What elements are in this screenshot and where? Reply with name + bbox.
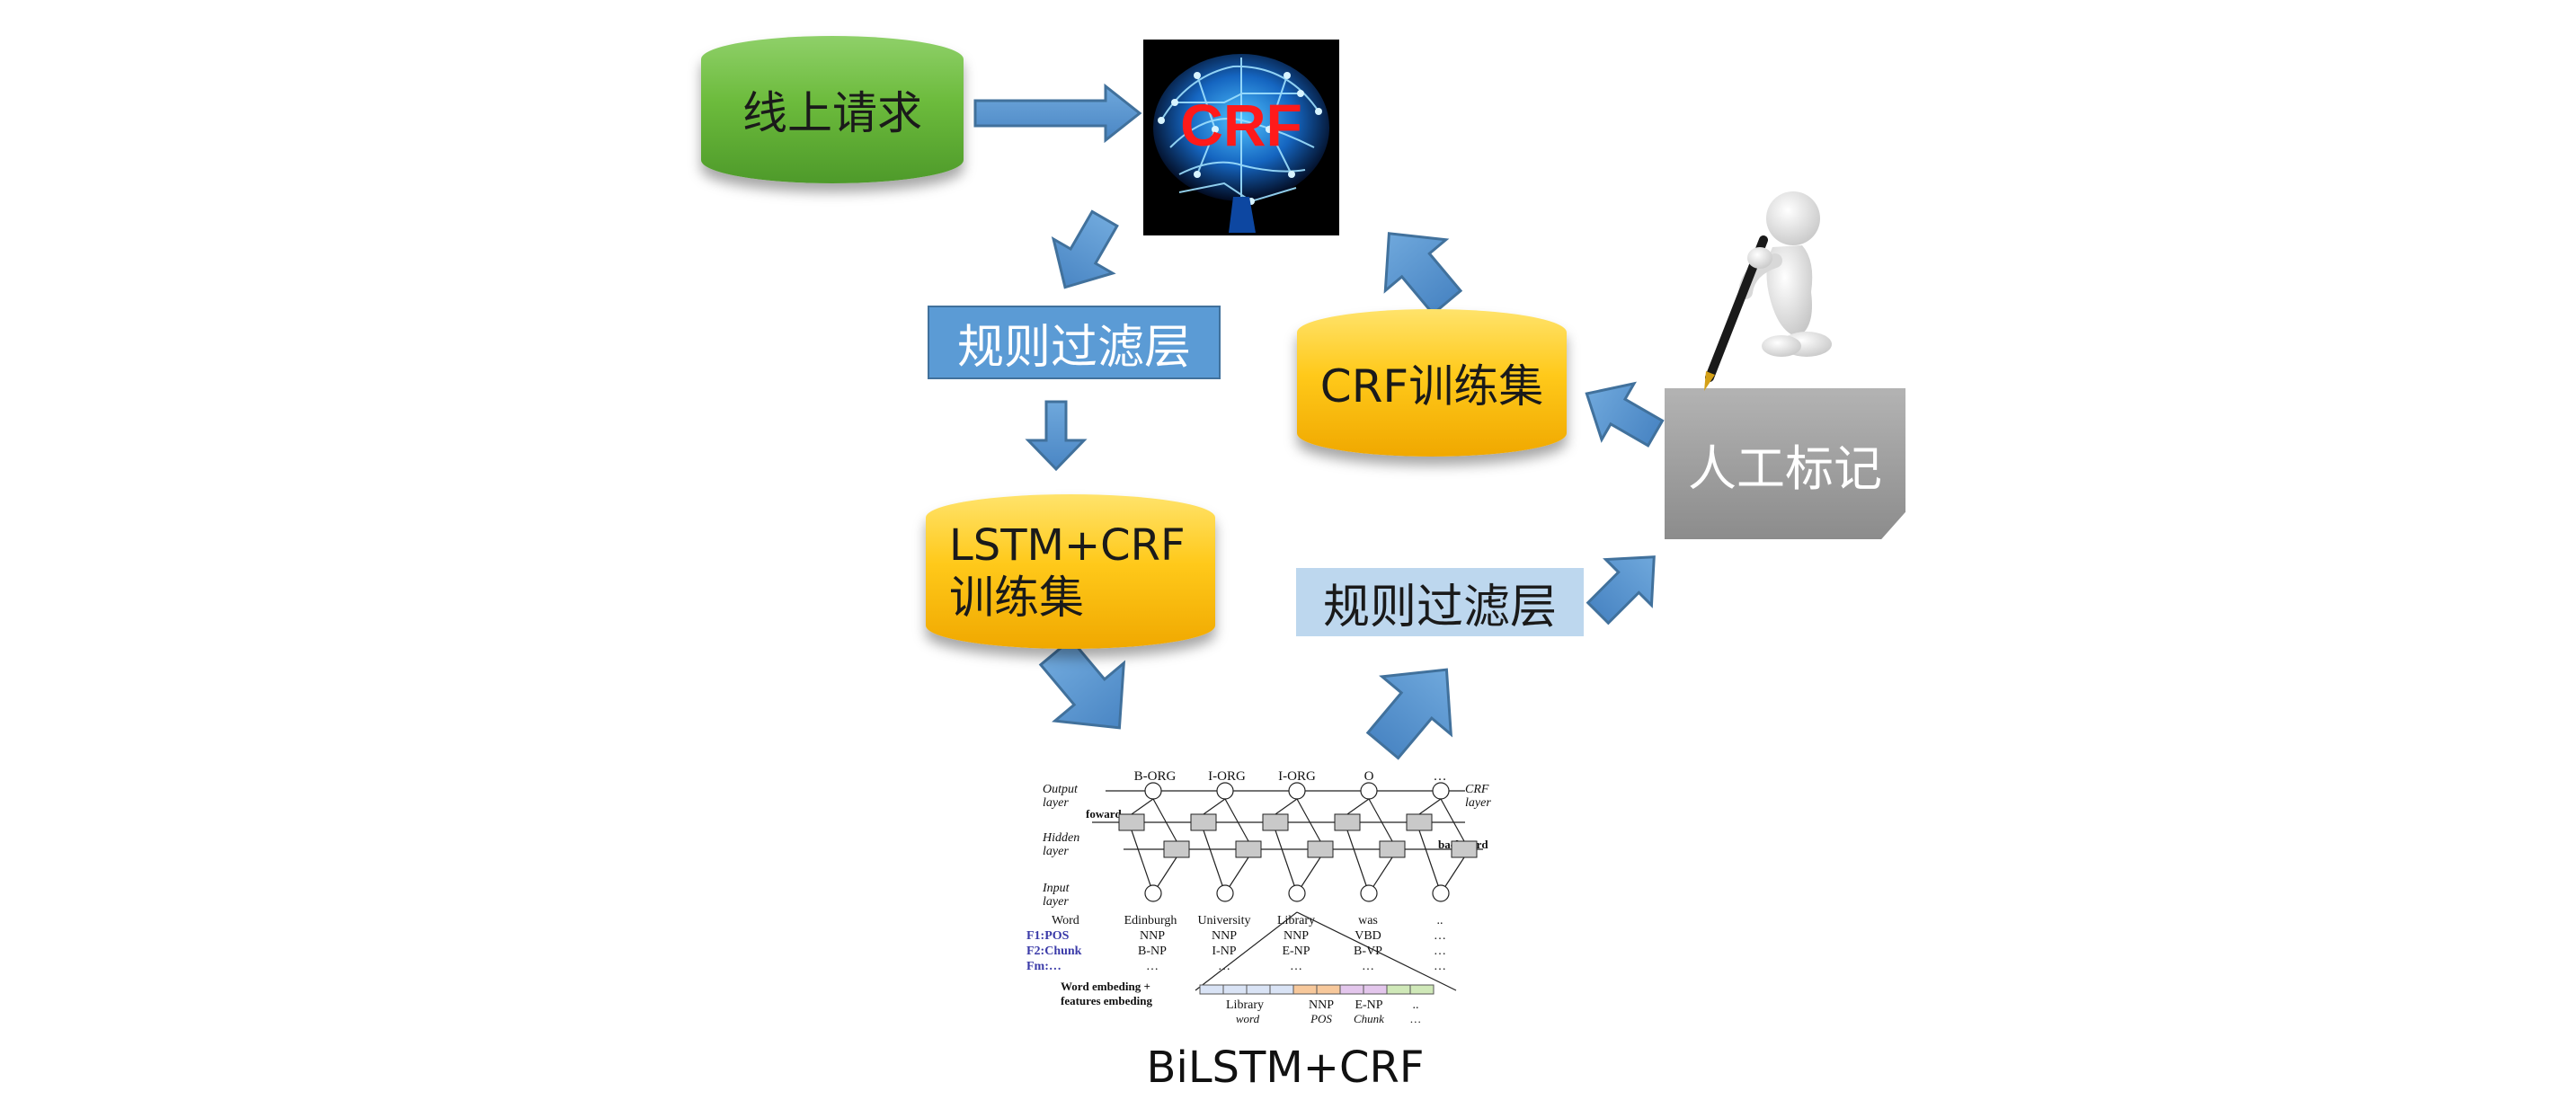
- row-label-chunk: F2:Chunk: [1026, 945, 1082, 958]
- fwd-cell-0: [1118, 813, 1145, 831]
- embed-bottom-2: E-NP: [1355, 998, 1382, 1012]
- output-layer-label: Output layer: [1043, 783, 1080, 810]
- rule-filter-top: 规则过滤层: [928, 306, 1221, 379]
- embed-label-1: Word embeding +: [1061, 980, 1150, 993]
- tag-4: …: [1434, 769, 1447, 784]
- pos-4: …: [1434, 929, 1446, 943]
- tag-2: I-ORG: [1278, 769, 1316, 784]
- pos-2: NNP: [1284, 929, 1309, 943]
- fwd-cell-3: [1334, 813, 1361, 831]
- word-0: Edinburgh: [1124, 914, 1177, 927]
- online-request-label: 线上请求: [742, 87, 922, 139]
- input-node-4: [1432, 884, 1450, 902]
- rule-filter-bottom-label: 规则过滤层: [1322, 580, 1557, 634]
- arrow-request-to-crf: [973, 83, 1142, 144]
- fm-3: …: [1362, 960, 1374, 973]
- crf-train-set-node: CRF训练集: [1297, 309, 1567, 457]
- row-label-pos: F1:POS: [1026, 929, 1070, 943]
- input-node-1: [1216, 884, 1234, 902]
- word-3: was: [1358, 914, 1378, 927]
- bwd-cell-2: [1307, 840, 1334, 858]
- rule-filter-bottom: 规则过滤层: [1296, 568, 1584, 636]
- bilstm-crf-caption: BiLSTM+CRF: [1146, 1042, 1425, 1093]
- embed-bottom-italic-0: word: [1236, 1012, 1260, 1025]
- embed-bottom-italic-1: POS: [1310, 1012, 1332, 1025]
- row-label-word: Word: [1052, 914, 1079, 927]
- embed-bottom-italic-2: Chunk: [1354, 1012, 1384, 1025]
- arrow-crf-to-filter: [1051, 209, 1119, 289]
- embed-bottom-italic-3: …: [1410, 1012, 1421, 1025]
- chunk-4: …: [1434, 945, 1446, 958]
- input-node-2: [1288, 884, 1306, 902]
- crf-brain-image: CRF: [1143, 40, 1339, 235]
- bwd-cell-1: [1235, 840, 1262, 858]
- fm-1: …: [1218, 960, 1230, 973]
- embed-bottom-1: NNP: [1309, 998, 1334, 1012]
- lstm-crf-train-set-node: LSTM+CRF 训练集: [926, 494, 1215, 649]
- fwd-cell-4: [1406, 813, 1433, 831]
- manual-label-text: 人工标记: [1688, 439, 1882, 497]
- chunk-2: E-NP: [1282, 945, 1310, 958]
- output-node-2: [1288, 782, 1306, 800]
- forward-label: foward: [1086, 807, 1122, 821]
- fwd-cell-1: [1190, 813, 1217, 831]
- input-layer-label: Input layer: [1042, 882, 1072, 909]
- lstm-crf-train-set-line2: 训练集: [949, 572, 1084, 624]
- person-writing-icon: [1704, 191, 1832, 391]
- embed-bottom-3: ..: [1413, 998, 1419, 1012]
- tag-1: I-ORG: [1208, 769, 1246, 784]
- arrow-filter-to-lstm: [1025, 400, 1088, 472]
- output-node-4: [1432, 782, 1450, 800]
- online-request-node: 线上请求: [701, 36, 964, 183]
- word-4: ..: [1437, 914, 1443, 927]
- rule-filter-top-label: 规则过滤层: [956, 320, 1191, 375]
- crf-layer-label: CRF layer: [1465, 783, 1492, 810]
- output-node-0: [1144, 782, 1162, 800]
- lstm-crf-train-set-line1: LSTM+CRF: [949, 520, 1186, 571]
- pos-0: NNP: [1140, 929, 1165, 943]
- input-node-0: [1144, 884, 1162, 902]
- chunk-0: B-NP: [1138, 945, 1167, 958]
- tag-0: B-ORG: [1134, 769, 1177, 784]
- pos-3: VBD: [1355, 929, 1381, 943]
- bwd-cell-0: [1163, 840, 1190, 858]
- chunk-3: B-VP: [1354, 945, 1382, 958]
- word-2: Library: [1277, 914, 1315, 927]
- output-node-3: [1360, 782, 1378, 800]
- pos-1: NNP: [1212, 929, 1237, 943]
- arrow-trainset-to-crf: [1383, 232, 1463, 316]
- tag-3: O: [1364, 769, 1374, 784]
- output-node-1: [1216, 782, 1234, 800]
- bilstm-crf-figure: B-ORG I-ORG I-ORG O … Output layer Hidde…: [1026, 769, 1492, 1025]
- crf-logo-text: CRF: [1180, 92, 1302, 158]
- crf-train-set-label: CRF训练集: [1319, 360, 1544, 413]
- arrow-filter-to-label: [1586, 555, 1656, 625]
- manual-label-node: 人工标记: [1665, 388, 1905, 539]
- embedding-vector: [1199, 984, 1435, 995]
- word-1: University: [1197, 914, 1250, 927]
- bwd-cell-3: [1379, 840, 1406, 858]
- brain-icon: CRF: [1143, 40, 1339, 235]
- embed-label-2: features embeding: [1061, 994, 1152, 1007]
- fm-2: …: [1290, 960, 1302, 973]
- fwd-cell-2: [1262, 813, 1289, 831]
- arrow-label-to-trainset: [1585, 381, 1665, 448]
- embed-bottom-0: Library: [1226, 998, 1264, 1012]
- input-node-3: [1360, 884, 1378, 902]
- fm-0: …: [1146, 960, 1159, 973]
- chunk-1: I-NP: [1212, 945, 1236, 958]
- fm-4: …: [1434, 960, 1446, 973]
- arrow-bilstm-to-filter: [1365, 668, 1453, 760]
- hidden-layer-label: Hidden layer: [1042, 831, 1083, 858]
- bwd-cell-4: [1451, 840, 1478, 858]
- row-label-fm: Fm:…: [1026, 960, 1061, 973]
